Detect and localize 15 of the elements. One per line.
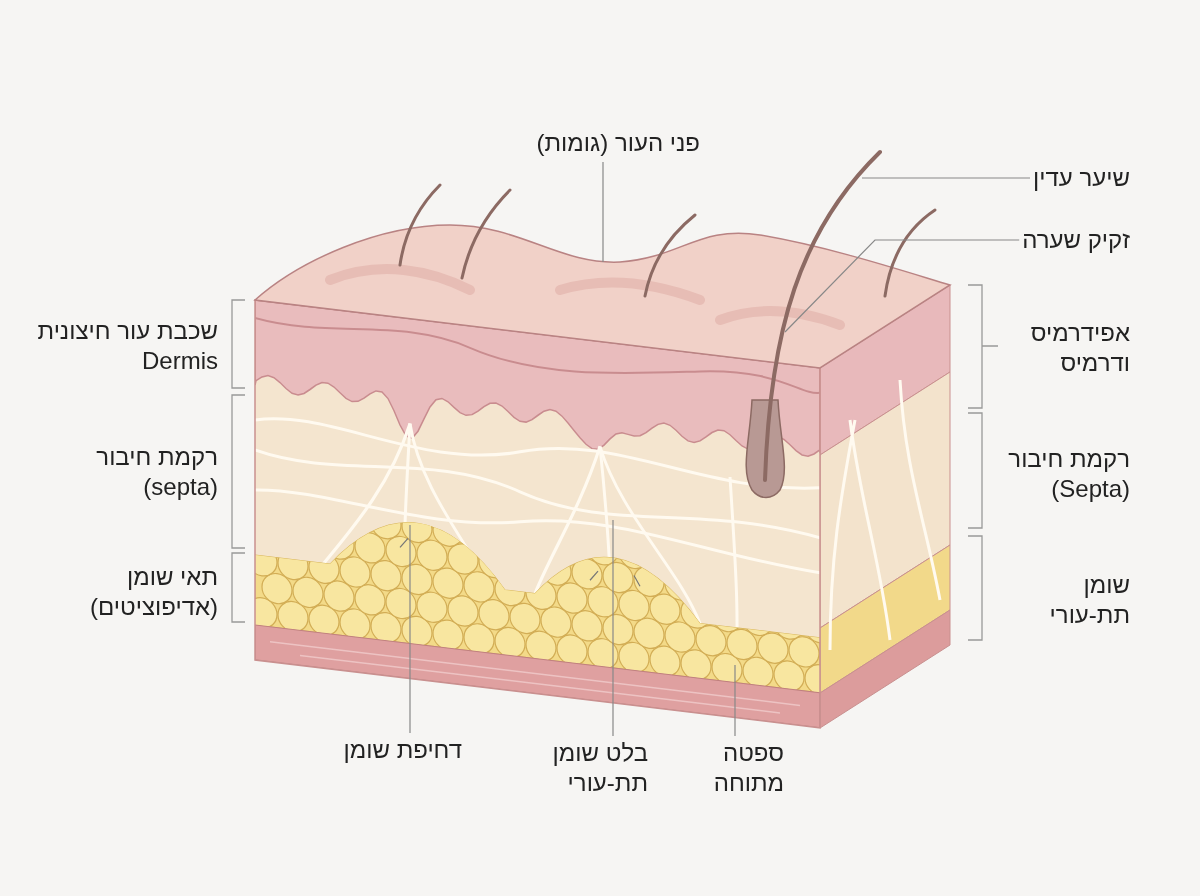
callout-label: דחיפת שומן	[312, 735, 462, 765]
leader-line	[612, 519, 614, 737]
layer-label: אפידרמיס ודרמיס	[1029, 318, 1130, 378]
callout-label: ספטה מתוחה	[699, 738, 784, 798]
leader-line	[861, 177, 1031, 179]
layer-label: תאי שומן (אדיפוציטים)	[89, 562, 218, 622]
layer-label: שומן תת-עורי	[1048, 570, 1130, 630]
callout-label: שיער עדין	[1033, 163, 1130, 193]
leader-line	[734, 664, 736, 737]
leader-line	[784, 239, 1020, 333]
callout-label: פני העור (גומות)	[500, 128, 700, 158]
callout-label: זקיק שערה	[1022, 225, 1130, 255]
callout-label: בלט שומן תת-עורי	[528, 738, 648, 798]
leader-line	[602, 161, 604, 263]
leader-line	[409, 524, 411, 734]
